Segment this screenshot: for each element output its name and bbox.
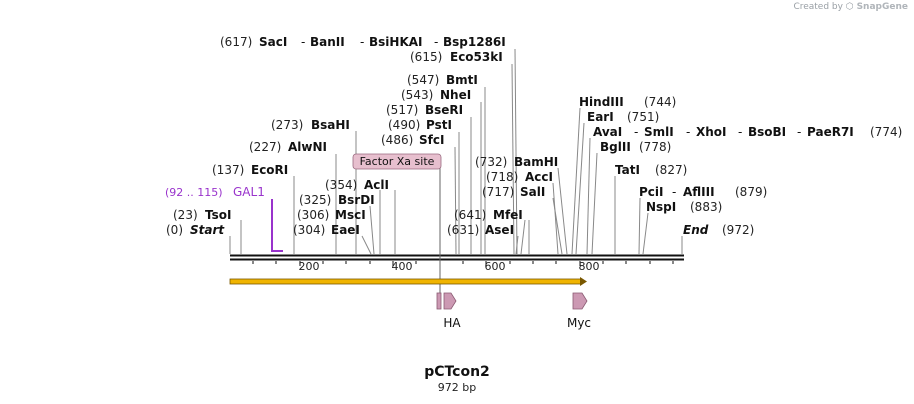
site-bsobi: BsoBI	[748, 125, 786, 139]
site-nspi: NspI	[646, 200, 676, 214]
site-pos-bsahi: (273)	[271, 118, 303, 132]
site-banii: BanII	[310, 35, 345, 49]
site-dash-8: -	[672, 185, 676, 199]
site-hindiii: HindIII	[579, 95, 624, 109]
site-pos-hindiii: (744)	[644, 95, 676, 109]
ruler-label-200: 200	[299, 260, 320, 273]
site-leader-lines	[229, 48, 683, 255]
site-bsihkai: BsiHKAI	[369, 35, 423, 49]
site-pos-tsoi: (23)	[173, 208, 198, 222]
site-saci: SacI	[259, 35, 287, 49]
site-dash-6: -	[738, 125, 742, 139]
site-pos-acli: (354)	[325, 178, 357, 192]
site-gal1: GAL1	[233, 185, 265, 199]
site-xhoi: XhoI	[696, 125, 727, 139]
site-mfei: MfeI	[493, 208, 523, 222]
site-eaei: EaeI	[331, 223, 360, 237]
site-pos-gal1: (92 .. 115)	[165, 186, 223, 199]
credit-prefix: Created by	[793, 2, 843, 12]
site-dash-7: -	[797, 125, 801, 139]
site-pos-alwni: (227)	[249, 140, 281, 154]
myc-tag-label: Myc	[567, 316, 591, 330]
site-start: Start	[190, 223, 225, 237]
site-bsp1286i: Bsp1286I	[443, 35, 506, 49]
site-bmti: BmtI	[446, 73, 478, 87]
site-pos-bamhi: (732)	[475, 155, 507, 169]
ruler-label-800: 800	[579, 260, 600, 273]
site-pos-end: (972)	[722, 223, 754, 237]
site-dash-2: -	[360, 35, 364, 49]
site-dash-1: -	[301, 35, 305, 49]
site-pos-asei: (631)	[447, 223, 479, 237]
site-bseri: BseRI	[425, 103, 463, 117]
site-paer7i: PaeR7I	[807, 125, 854, 139]
site-bglii: BglII	[600, 140, 631, 154]
snapgene-credit: Created by ⬡ SnapGene	[793, 2, 908, 12]
site-pos-msci: (306)	[297, 208, 329, 222]
site-end: End	[683, 223, 709, 237]
site-pos-eaei: (304)	[293, 223, 325, 237]
site-afliii: AflIII	[683, 185, 715, 199]
plasmid-map: 200 400 600 800 Factor Xa site HA Myc (0…	[165, 35, 902, 330]
myc-tag-feature: Myc	[567, 292, 591, 330]
ruler-label-600: 600	[485, 260, 506, 273]
site-pos-acci: (718)	[486, 170, 518, 184]
site-pos-0: (0)	[166, 223, 183, 237]
factor-xa-label: Factor Xa site	[360, 155, 435, 168]
site-eari: EarI	[587, 110, 614, 124]
site-msci: MscI	[335, 208, 366, 222]
site-avai: AvaI	[593, 125, 622, 139]
ha-tag-feature: HA	[436, 292, 461, 330]
site-sfci: SfcI	[419, 133, 444, 147]
site-tati: TatI	[615, 163, 640, 177]
orf-arrow	[229, 277, 587, 286]
site-smli: SmlI	[644, 125, 674, 139]
site-pcii: PciI	[639, 185, 664, 199]
factor-xa-feature: Factor Xa site	[352, 153, 442, 170]
site-sali: SalI	[520, 185, 545, 199]
site-bamhi: BamHI	[514, 155, 558, 169]
gal1-feature-marker	[271, 199, 283, 252]
site-alwni: AlwNI	[288, 140, 327, 154]
site-pos-mfei: (641)	[454, 208, 486, 222]
plasmid-size: 972 bp	[437, 381, 477, 394]
ruler-label-400: 400	[392, 260, 413, 273]
credit-brand: SnapGene	[856, 2, 908, 12]
site-pos-ecori: (137)	[212, 163, 244, 177]
site-asei: AseI	[485, 223, 514, 237]
site-pos-eco53ki: (615)	[410, 50, 442, 64]
site-pos-bmti: (547)	[407, 73, 439, 87]
site-psti: PstI	[426, 118, 452, 132]
site-pos-sfci: (486)	[381, 133, 413, 147]
plasmid-backbone	[230, 254, 684, 261]
site-acli: AclI	[364, 178, 389, 192]
snapgene-logo-icon: ⬡	[845, 2, 854, 12]
plasmid-name: pCTcon2	[424, 364, 490, 380]
site-pos-nhei: (543)	[401, 88, 433, 102]
site-pos-pcii: (879)	[735, 185, 767, 199]
site-pos-psti: (490)	[388, 118, 420, 132]
site-pos-sali: (717)	[482, 185, 514, 199]
ruler-ticks	[252, 261, 674, 266]
site-nhei: NheI	[440, 88, 471, 102]
site-dash-5: -	[686, 125, 690, 139]
site-dash-3: -	[434, 35, 438, 49]
site-pos-bseri: (517)	[386, 103, 418, 117]
site-pos-eari: (751)	[627, 110, 659, 124]
ha-tag-label: HA	[443, 316, 461, 330]
site-pos-nspi: (883)	[690, 200, 722, 214]
site-pos-bsrdi: (325)	[299, 193, 331, 207]
site-pos-bglii: (778)	[639, 140, 671, 154]
site-dash-4: -	[634, 125, 638, 139]
site-ecori: EcoRI	[251, 163, 288, 177]
site-pos-tati: (827)	[655, 163, 687, 177]
site-tsoi: TsoI	[205, 208, 231, 222]
site-acci: AccI	[525, 170, 553, 184]
site-bsahi: BsaHI	[311, 118, 350, 132]
site-pos-avai: (774)	[870, 125, 902, 139]
site-bsrdi: BsrDI	[338, 193, 375, 207]
site-pos-saci: (617)	[220, 35, 252, 49]
site-eco53ki: Eco53kI	[450, 50, 503, 64]
